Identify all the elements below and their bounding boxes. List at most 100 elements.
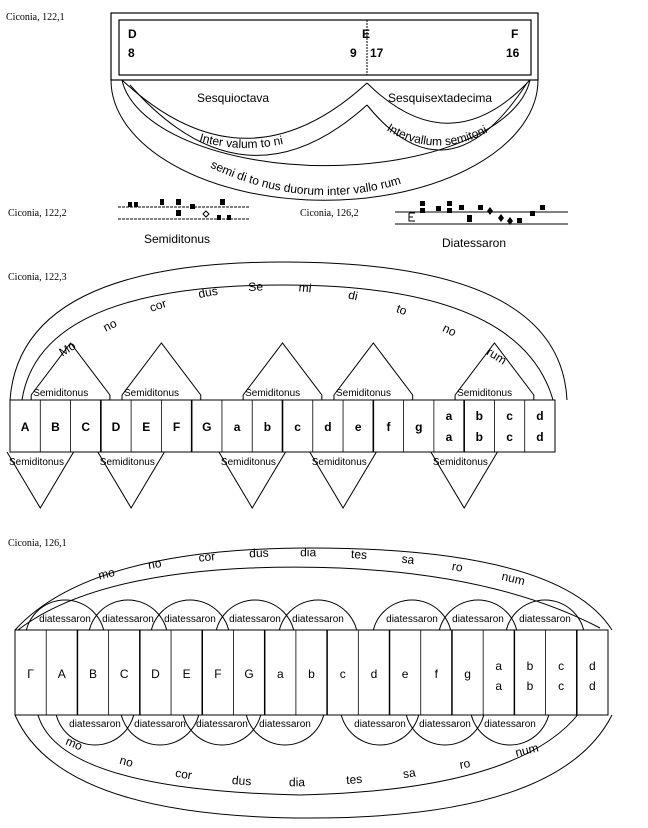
note-letter: a — [234, 420, 241, 434]
syllable: ro — [451, 559, 464, 575]
syllable-text: num — [514, 740, 540, 759]
note-letter: d — [589, 659, 596, 673]
diatessaron-label: diatessaron — [452, 614, 504, 625]
diatessaron-label: diatessaron — [484, 719, 536, 730]
syllable-text: ro — [451, 559, 464, 575]
syllable: to — [395, 301, 410, 318]
note-letter: b — [308, 667, 315, 681]
syllable-text: sa — [401, 552, 416, 568]
note-letter: E — [183, 667, 191, 681]
number-16: 16 — [506, 46, 520, 60]
diatessaron-label: diatessaron — [419, 719, 471, 730]
note-letter: C — [120, 667, 129, 681]
diatessaron-label: diatessaron — [196, 719, 248, 730]
note-letter: Γ — [27, 667, 34, 681]
diatessaron-label: diatessaron — [519, 614, 571, 625]
sesquioctava-label: Sesquioctava — [197, 91, 269, 105]
syllable-text: ro — [458, 756, 471, 772]
syllable: num — [500, 569, 526, 588]
note-letter: a — [277, 667, 284, 681]
note-letter: a — [446, 409, 453, 423]
note-letter: A — [58, 667, 66, 681]
syllable: sa — [401, 552, 416, 568]
diatessaron-label: diatessaron — [292, 614, 344, 625]
neume-notation — [408, 201, 545, 225]
intervallum-semitoni-arc — [366, 82, 528, 151]
big-inner-arc — [121, 79, 531, 167]
diatessaron-label: Diatessaron — [442, 236, 506, 250]
syllable-text: mo — [64, 734, 85, 753]
note-letter: A — [21, 420, 30, 434]
figure-126-2: Ciconia, 126,2 Diatessaron — [300, 201, 568, 250]
syllable: Se — [248, 279, 264, 294]
note-letter: G — [244, 667, 253, 681]
lower-triangle — [309, 451, 377, 509]
note-D: D — [128, 27, 137, 41]
caption: Ciconia, 126,2 — [300, 208, 359, 219]
note-letter: c — [558, 659, 564, 673]
syllable: rum — [484, 345, 509, 368]
syllable: mi — [298, 280, 312, 295]
diatessaron-label: diatessaron — [134, 719, 186, 730]
note-letter: F — [214, 667, 221, 681]
semiditonus-label: Semiditonus — [144, 232, 210, 246]
syllable-text: mo — [97, 565, 117, 582]
syllable-text: no — [147, 556, 163, 572]
syllable: no — [441, 321, 459, 340]
syllable: no — [118, 753, 135, 770]
caption: Ciconia, 122,2 — [8, 208, 67, 219]
svg-text:Inter valum to ni: Inter valum to ni — [198, 131, 284, 152]
syllable: no — [147, 556, 163, 572]
lower-triangle — [6, 451, 75, 509]
outer-rect — [110, 12, 539, 81]
inner-arc — [21, 284, 554, 401]
syllable: cor — [174, 766, 193, 783]
semiditonus-label: Semiditonus — [124, 388, 179, 399]
note-letter: C — [81, 420, 90, 434]
upper-triangle — [454, 342, 535, 400]
syllable-text: di — [347, 288, 359, 304]
clef-icon — [408, 212, 415, 222]
diatessaron-label: diatessaron — [39, 614, 91, 625]
note-letter: B — [51, 420, 60, 434]
caption: Ciconia, 122,1 — [6, 12, 65, 23]
syllable-text: dus — [249, 546, 269, 561]
note-letter-lower: b — [527, 679, 534, 693]
note-letter: b — [476, 409, 483, 423]
inner-bottom-curve — [37, 711, 581, 796]
syllable: cor — [148, 296, 168, 315]
syllable-text: cor — [148, 296, 168, 315]
semiditonus-label: Semiditonus — [433, 457, 488, 468]
lower-triangle — [430, 451, 498, 509]
figure-122-2: Ciconia, 122,2 Semiditonus — [8, 199, 250, 246]
note-letter: g — [464, 667, 471, 681]
note-letter: B — [89, 667, 97, 681]
semiditonus-label: Semiditonus — [312, 457, 367, 468]
big-arc — [110, 79, 539, 201]
sesquisextadecima-arc — [366, 79, 531, 124]
note-letter: c — [506, 409, 513, 423]
syllable: sa — [402, 765, 417, 781]
upper-triangle — [242, 342, 323, 400]
diatessaron-label: diatessaron — [69, 719, 121, 730]
semiditonus-label: Semiditonus — [245, 388, 300, 399]
diatessaron-label: diatessaron — [386, 614, 438, 625]
note-letter: D — [151, 667, 160, 681]
syllable-text: dia — [289, 775, 305, 789]
note-letter: F — [173, 420, 180, 434]
syllable-text: no — [118, 753, 135, 770]
note-letter: g — [415, 420, 422, 434]
syllable-text: dia — [300, 545, 317, 559]
caption: Ciconia, 122,3 — [8, 272, 67, 283]
syllable: cor — [198, 549, 216, 565]
syllable: dus — [231, 773, 251, 788]
syllable-text: mi — [298, 280, 312, 295]
intervallum-semitoni-label: Intervallum semitoni — [385, 121, 490, 149]
lower-triangle — [97, 451, 165, 509]
note-letter-lower: d — [589, 679, 596, 693]
semiditonus-label: Semiditonus — [221, 457, 276, 468]
syllable: tes — [346, 772, 363, 787]
syllable: dus — [197, 284, 219, 301]
